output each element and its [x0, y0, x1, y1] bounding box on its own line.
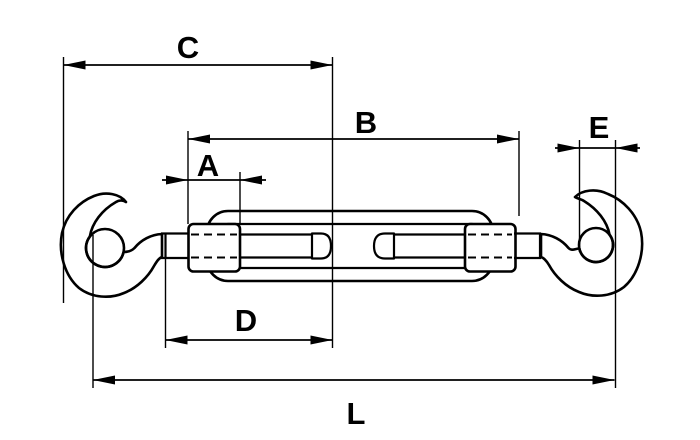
turnbuckle-drawing — [59, 189, 644, 298]
dimension-label-c: C — [177, 30, 199, 65]
left-hook-shank — [161, 232, 189, 260]
dimension-label-b: B — [355, 105, 377, 140]
body-frame-inner — [216, 222, 484, 270]
arrowhead-l-left — [93, 375, 115, 385]
left-coupling-nut — [187, 222, 242, 273]
dimension-e: E — [555, 110, 640, 153]
arrowhead-d-right — [310, 335, 333, 345]
arrowhead-e-right — [615, 143, 638, 153]
right-hook-body — [539, 189, 644, 297]
dimension-label-d: D — [235, 303, 257, 338]
left-hook — [59, 192, 164, 298]
dimension-label-e: E — [589, 110, 610, 145]
left-threaded-rod — [240, 232, 333, 260]
extension-lines — [62, 57, 617, 388]
arrowhead-c-right — [310, 60, 333, 70]
right-nut-body — [463, 222, 517, 273]
dimension-annotations: C B A E — [63, 30, 640, 431]
right-hook-shank — [514, 232, 542, 260]
left-rod-end-cap — [310, 232, 333, 260]
left-hook-eye — [84, 227, 126, 269]
right-coupling-nut — [463, 222, 517, 273]
dimension-label-l: L — [347, 396, 366, 431]
dimension-l: L — [93, 375, 615, 431]
arrowhead-b-left — [188, 134, 210, 144]
turnbuckle-body-frame — [205, 209, 495, 283]
arrowhead-e-left — [557, 143, 580, 153]
arrowhead-a-left — [166, 175, 188, 185]
right-hook — [539, 189, 644, 297]
right-rod-end-cap — [372, 232, 396, 260]
right-threaded-rod — [372, 232, 466, 260]
left-nut-body — [187, 222, 242, 273]
arrowhead-c-left — [63, 60, 86, 70]
arrowhead-l-right — [592, 375, 615, 385]
dimension-label-a: A — [197, 148, 219, 183]
arrowhead-a-right — [240, 175, 262, 185]
body-frame-outer — [205, 209, 495, 283]
arrowhead-d-left — [165, 335, 188, 345]
dimension-d: D — [165, 303, 333, 345]
left-hook-body — [59, 192, 164, 298]
right-hook-eye — [577, 226, 615, 264]
arrowhead-b-right — [497, 134, 519, 144]
dimension-a: A — [162, 148, 266, 185]
dimension-b: B — [188, 105, 519, 144]
dimension-c: C — [63, 30, 333, 70]
